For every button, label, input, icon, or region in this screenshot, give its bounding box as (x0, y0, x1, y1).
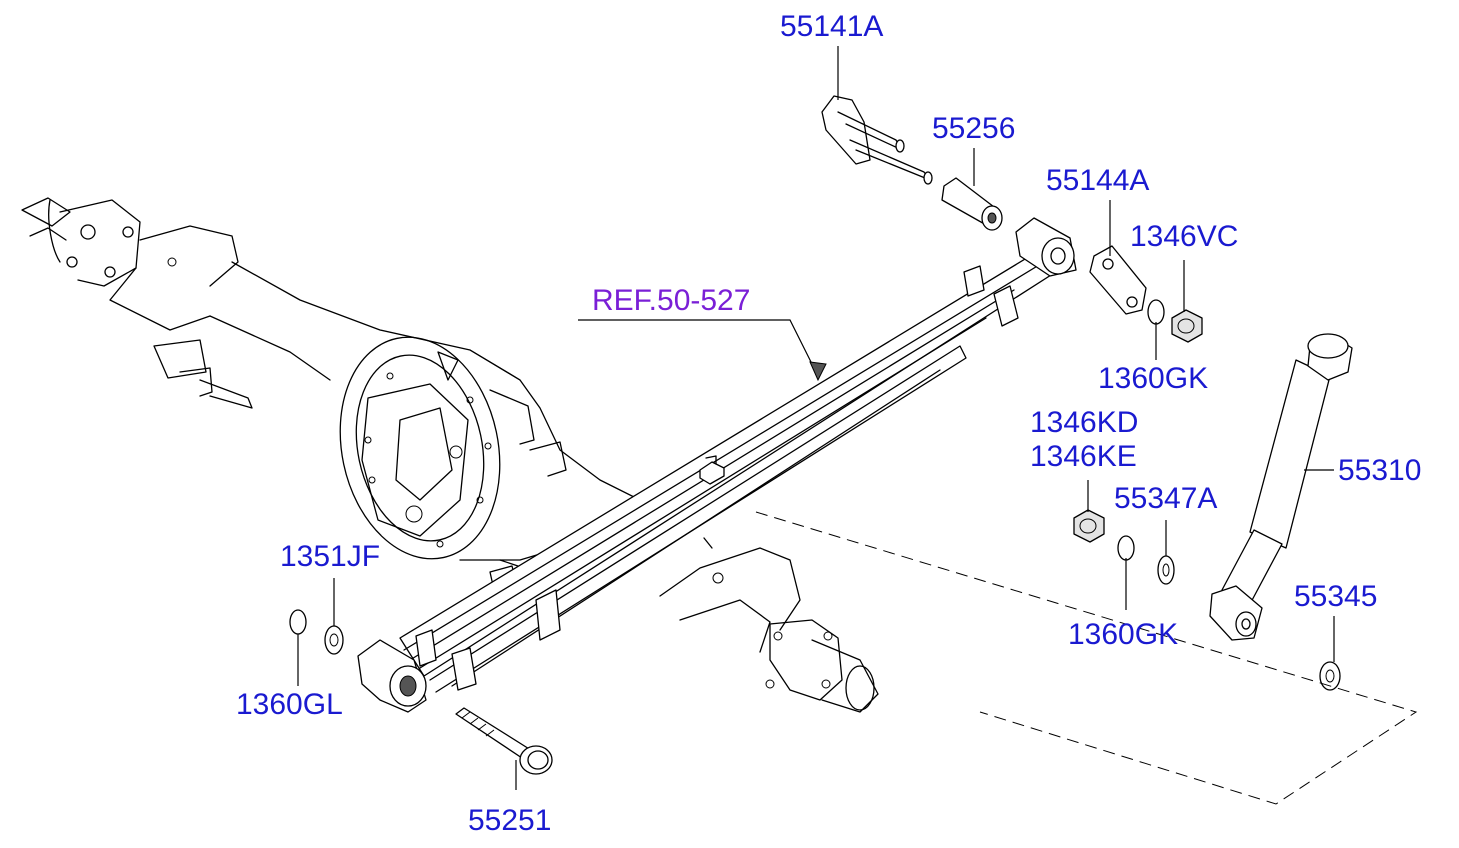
upper-lock-washer[interactable] (1147, 299, 1165, 325)
leader-lines (297, 46, 1335, 790)
part-label-55251[interactable]: 55251 (468, 804, 552, 837)
spring-eye-bolt[interactable] (455, 707, 553, 775)
upper-shackle-nut[interactable] (1171, 309, 1203, 343)
shock-washer[interactable] (1319, 661, 1341, 691)
part-label-1346vc[interactable]: 1346VC (1130, 220, 1239, 253)
part-label-55310[interactable]: 55310 (1338, 454, 1422, 487)
lower-shackle-nut[interactable] (1073, 509, 1105, 543)
part-label-55256[interactable]: 55256 (932, 112, 1016, 145)
shackle-plate[interactable] (1089, 245, 1147, 315)
shock-absorber[interactable] (1209, 333, 1353, 641)
leaf-spring-assembly (357, 217, 1077, 713)
part-label-55144a[interactable]: 55144A (1046, 164, 1150, 197)
shackle-pin-bracket[interactable] (821, 95, 933, 185)
part-label-55345[interactable]: 55345 (1294, 580, 1378, 613)
reference-dashed-outline (755, 511, 1418, 805)
part-label-1346kd[interactable]: 1346KD (1030, 406, 1139, 439)
reference-label[interactable]: REF.50-527 (592, 284, 751, 317)
front-flat-washer[interactable] (324, 625, 344, 655)
part-label-1360gl[interactable]: 1360GL (236, 688, 343, 721)
part-label-1351jf[interactable]: 1351JF (280, 540, 381, 573)
part-label-1360gk-upper[interactable]: 1360GK (1098, 362, 1209, 395)
flat-washer-55347a[interactable] (1157, 555, 1175, 585)
lower-lock-washer[interactable] (1117, 535, 1135, 561)
part-label-1346ke[interactable]: 1346KE (1030, 440, 1137, 473)
part-label-1360gk-lower[interactable]: 1360GK (1068, 618, 1179, 651)
part-label-55141a[interactable]: 55141A (780, 10, 884, 43)
front-lock-washer[interactable] (289, 609, 307, 635)
shackle-bushing[interactable] (941, 177, 1003, 231)
part-label-55347a[interactable]: 55347A (1114, 482, 1218, 515)
